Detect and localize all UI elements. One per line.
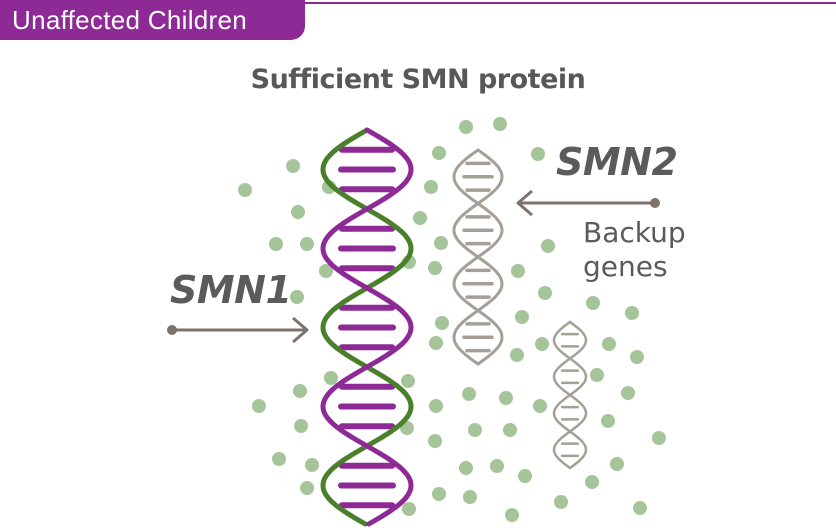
protein-dot-icon <box>252 399 266 413</box>
smn2-dna-helix-icon <box>452 148 504 366</box>
protein-dot-icon <box>293 384 307 398</box>
header-divider <box>305 2 836 4</box>
protein-dot-icon <box>586 296 600 310</box>
protein-dot-icon <box>462 387 476 401</box>
backup-label-line2: genes <box>583 250 668 283</box>
protein-dot-icon <box>630 350 644 364</box>
dna-strand <box>320 127 414 527</box>
protein-dot-icon <box>459 461 473 475</box>
protein-dot-icon <box>294 419 308 433</box>
protein-dot-icon <box>269 237 283 251</box>
protein-dot-icon <box>432 487 446 501</box>
protein-dots <box>238 117 666 522</box>
protein-dot-icon <box>601 414 615 428</box>
smn1-dna-helix-icon <box>320 127 414 527</box>
protein-dot-icon <box>401 374 415 388</box>
protein-dot-icon <box>490 459 504 473</box>
protein-dot-icon <box>590 368 604 382</box>
protein-dot-icon <box>286 159 300 173</box>
protein-dot-icon <box>324 371 338 385</box>
protein-dot-icon <box>541 239 555 253</box>
protein-dot-icon <box>272 452 286 466</box>
protein-dot-icon <box>429 336 443 350</box>
protein-dot-icon <box>468 423 482 437</box>
protein-dot-icon <box>435 316 449 330</box>
protein-dot-icon <box>505 508 519 522</box>
protein-dot-icon <box>585 475 599 489</box>
protein-dot-icon <box>305 458 319 472</box>
smn1-arrow-icon <box>167 316 309 344</box>
backup-label-line1: Backup <box>583 216 686 249</box>
protein-dot-icon <box>511 264 525 278</box>
header-label: Unaffected Children <box>12 5 248 35</box>
protein-dot-icon <box>463 490 477 504</box>
dna-strand <box>552 320 588 470</box>
protein-dot-icon <box>535 337 549 351</box>
diagram-title: Sufficient SMN protein <box>250 64 586 95</box>
protein-dot-icon <box>319 264 333 278</box>
protein-dot-icon <box>291 205 305 219</box>
protein-dot-icon <box>459 120 473 134</box>
protein-dot-icon <box>602 337 616 351</box>
protein-dot-icon <box>493 117 507 131</box>
protein-dot-icon <box>413 211 427 225</box>
protein-dot-icon <box>503 423 517 437</box>
protein-dot-icon <box>428 434 442 448</box>
protein-dot-icon <box>538 286 552 300</box>
protein-dot-icon <box>432 146 446 160</box>
header-tab: Unaffected Children <box>0 0 305 40</box>
backup-dna-helix-icon <box>552 320 588 470</box>
protein-dot-icon <box>652 431 666 445</box>
protein-dot-icon <box>428 261 442 275</box>
protein-dot-icon <box>300 237 314 251</box>
protein-dot-icon <box>510 348 524 362</box>
protein-dot-icon <box>300 481 314 495</box>
protein-dot-icon <box>621 386 635 400</box>
protein-dot-icon <box>424 180 438 194</box>
protein-dot-icon <box>402 502 416 516</box>
protein-dot-icon <box>633 501 647 515</box>
protein-dot-icon <box>518 469 532 483</box>
smn2-label: SMN2 <box>556 140 678 184</box>
dna-strand <box>320 127 414 527</box>
smn1-label: SMN1 <box>170 268 292 312</box>
smn2-arrow-icon <box>516 189 660 217</box>
protein-dot-icon <box>533 399 547 413</box>
protein-dot-icon <box>434 236 448 250</box>
protein-dot-icon <box>554 495 568 509</box>
protein-dot-icon <box>515 310 529 324</box>
protein-dot-icon <box>238 183 252 197</box>
protein-dot-icon <box>531 147 545 161</box>
protein-dot-icon <box>499 391 513 405</box>
protein-dot-icon <box>610 457 624 471</box>
protein-dot-icon <box>625 306 639 320</box>
dna-strand <box>452 148 504 366</box>
protein-dot-icon <box>290 290 304 304</box>
protein-dot-icon <box>429 399 443 413</box>
